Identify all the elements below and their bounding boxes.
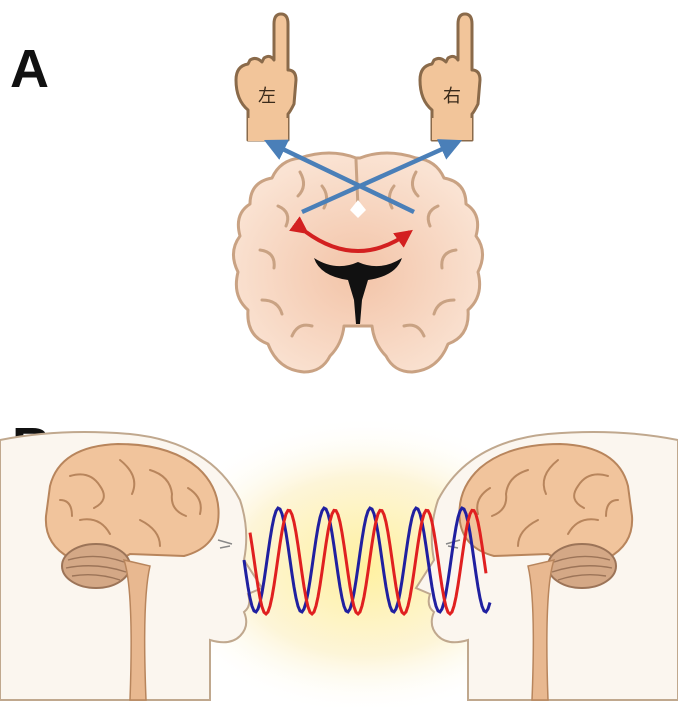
left-hand-label: 左 <box>258 86 276 107</box>
right-hand-icon: 右 <box>420 14 480 140</box>
left-hand-icon: 左 <box>236 14 296 140</box>
panel-b <box>0 410 678 707</box>
right-hand-label: 右 <box>443 86 461 107</box>
panel-a: 左 右 <box>233 14 482 372</box>
